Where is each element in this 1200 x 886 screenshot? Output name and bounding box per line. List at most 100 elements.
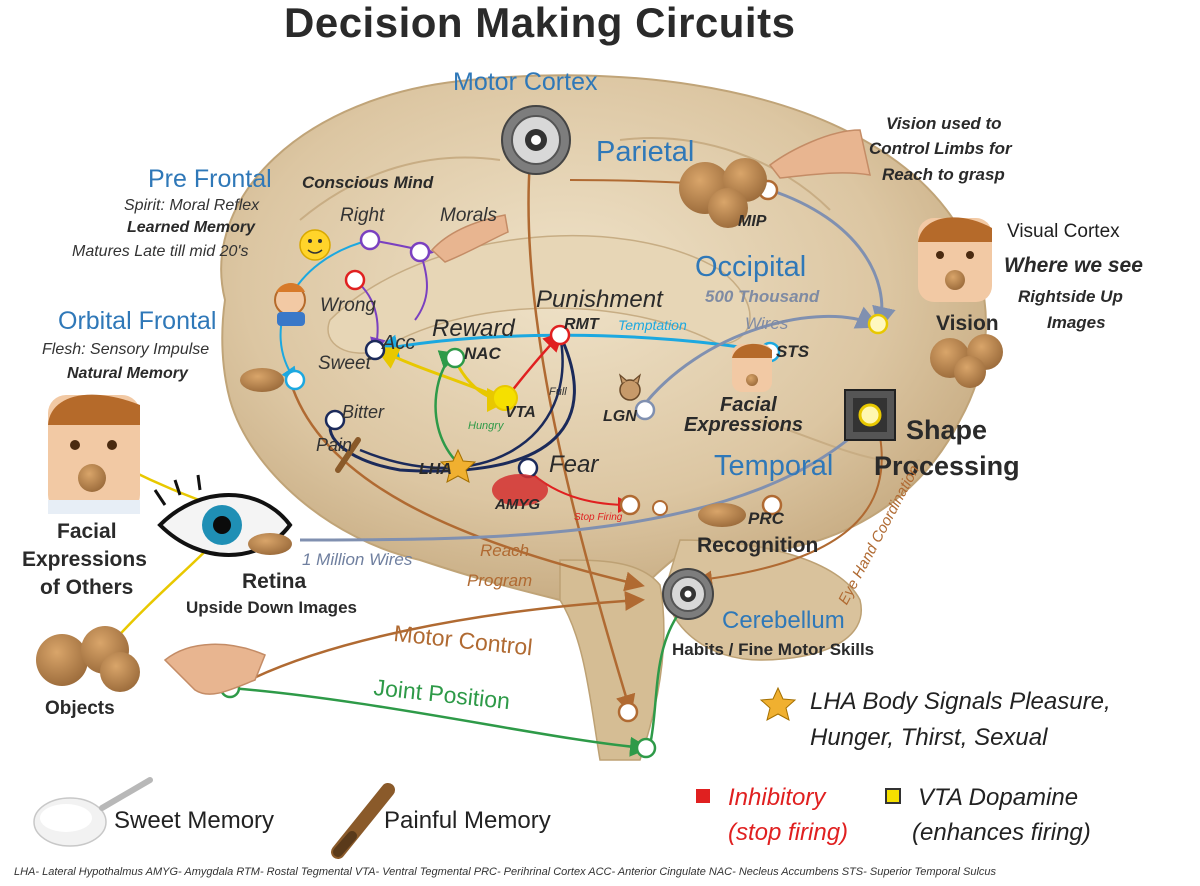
sweet-spoon-icon [33, 777, 153, 847]
label-retina: Retina [242, 570, 307, 593]
retina-eye-icon [153, 474, 293, 557]
brain-fold-2 [619, 137, 831, 211]
cookie-icon-prc [698, 503, 746, 527]
label-right: Right [340, 205, 385, 226]
label-conscious-mind: Conscious Mind [302, 173, 434, 192]
label-upside-down: Upside Down Images [186, 598, 357, 617]
legend-vta-line2: (enhances firing) [912, 819, 1091, 846]
vision-note-line2: Control Limbs for [869, 139, 1012, 158]
label-where-we-see: Where we see [1004, 254, 1143, 277]
label-rightside-up-line2: Images [1047, 313, 1106, 332]
node-lgn [634, 399, 656, 421]
label-facial-line2: Expressions [684, 414, 803, 436]
node-temptation-left [652, 500, 668, 516]
reach-program-path [288, 379, 645, 592]
eye-hand-path [696, 414, 883, 587]
legend-painful-memory: Painful Memory [384, 807, 551, 834]
node-morals [409, 241, 431, 263]
node-prc [761, 494, 783, 516]
node-wrong [344, 269, 366, 291]
brain-cerebrum [220, 74, 987, 602]
abbreviation-footer: LHA- Lateral Hypothalmus AMYG- Amygdala … [14, 866, 997, 878]
legend-vta-line1: VTA Dopamine [918, 784, 1079, 811]
brain-fold-3 [759, 419, 921, 463]
child-face-icon-vision [918, 217, 992, 302]
pre-frontal-line3: Matures Late till mid 20's [72, 243, 249, 260]
label-reward: Reward [432, 315, 515, 342]
cartoon-boy-pointing-icon [274, 283, 306, 326]
label-nac: NAC [464, 344, 501, 363]
label-hungry: Hungry [468, 420, 504, 432]
label-objects: Objects [45, 698, 115, 719]
cat-face-icon [618, 373, 642, 401]
label-vision: Vision [936, 312, 999, 335]
label-sts: STS [776, 342, 810, 361]
node-acc [364, 339, 386, 361]
lha-star-icon [439, 448, 477, 483]
label-motor-cortex: Motor Cortex [453, 68, 598, 96]
page-title: Decision Making Circuits [284, 0, 796, 46]
node-bitter [324, 409, 346, 431]
painful-paddle-icon [331, 783, 395, 859]
node-sweet [284, 369, 306, 391]
cookie-icon-mip [679, 158, 767, 228]
label-temptation: Temptation [618, 317, 687, 333]
brain-fold-1 [299, 156, 501, 221]
label-mip: MIP [738, 213, 767, 230]
label-facial-others-line1: Facial [57, 520, 117, 543]
label-recognition: Recognition [697, 534, 819, 557]
label-punishment: Punishment [536, 286, 663, 313]
orbital-frontal-line2: Natural Memory [67, 365, 188, 382]
node-rmt [549, 324, 571, 346]
label-processing: Processing [874, 451, 1020, 481]
label-500-thousand: 500 Thousand [705, 287, 820, 306]
pre-frontal-line2: Learned Memory [127, 219, 256, 236]
label-vta: VTA [505, 404, 536, 421]
label-temporal: Temporal [714, 450, 834, 482]
label-facial-others-line2: Expressions [22, 548, 147, 571]
label-pre-frontal: Pre Frontal [148, 165, 272, 193]
pain-paddle-small-icon [335, 437, 361, 473]
label-pain: Pain [316, 435, 353, 455]
label-occipital: Occipital [695, 251, 807, 283]
child-face-icon-sts [732, 343, 772, 392]
node-brainstem-bottom [635, 737, 657, 759]
thumbs-up-smiley-icon [299, 229, 331, 261]
label-acc: Acc [382, 332, 416, 354]
cerebellum-gear-icon [662, 568, 714, 620]
label-rmt: RMT [564, 316, 599, 333]
node-nac [444, 347, 466, 369]
label-reach: Reach [480, 541, 530, 560]
cookie-icon-retina [248, 533, 292, 555]
label-rightside-up-line1: Rightside Up [1018, 287, 1123, 306]
label-parietal: Parietal [596, 136, 695, 168]
label-facial-line1: Facial [720, 394, 777, 416]
orbital-frontal-line1: Flesh: Sensory Impulse [42, 341, 210, 358]
legend-sweet-memory: Sweet Memory [114, 807, 275, 834]
label-morals: Morals [440, 205, 498, 226]
brainstem [559, 559, 665, 761]
navy-loop-2 [359, 334, 564, 470]
node-right [359, 229, 381, 251]
label-shape: Shape [906, 415, 988, 445]
label-lgn: LGN [603, 408, 637, 425]
label-wires: Wires [745, 314, 789, 333]
label-habits: Habits / Fine Motor Skills [672, 640, 875, 659]
lha-legend-star-icon [759, 686, 797, 721]
cookie-icon-orbital [240, 368, 284, 392]
vta-legend-swatch [885, 788, 901, 804]
amygdala-blob [492, 474, 548, 506]
child-face-icon-left [48, 394, 140, 514]
label-fear: Fear [549, 451, 599, 478]
node-vta [492, 385, 518, 411]
label-cerebellum: Cerebellum [722, 607, 845, 634]
label-visual-cortex: Visual Cortex [1007, 221, 1120, 242]
retina-wire-path [299, 415, 875, 542]
label-bitter: Bitter [342, 402, 385, 422]
hand-icon-morals [430, 214, 509, 263]
legend-inhibitory-line1: Inhibitory [728, 784, 826, 811]
cerebellum-lobe [664, 539, 863, 661]
node-brainstem-top [617, 701, 639, 723]
